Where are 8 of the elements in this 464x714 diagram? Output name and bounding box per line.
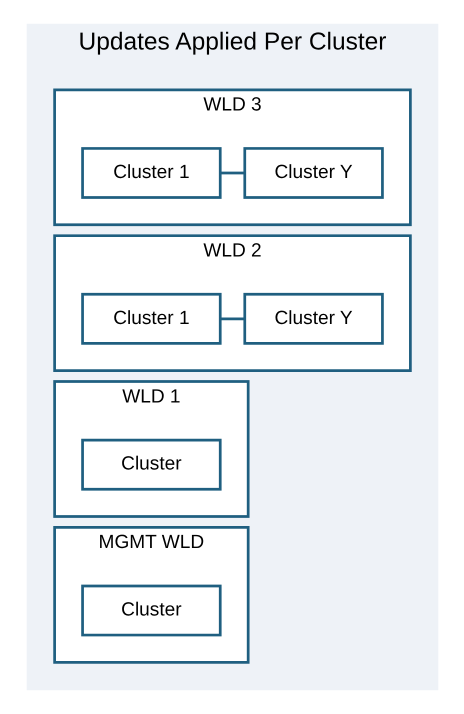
node-box: Cluster 1 <box>80 292 222 345</box>
node-box: Cluster Y <box>242 292 384 345</box>
node-box: Cluster Y <box>242 147 384 199</box>
connector <box>220 317 244 320</box>
node-box: Cluster <box>80 584 222 636</box>
connector <box>220 172 244 174</box>
node-box: Cluster <box>80 438 222 491</box>
node-box: Cluster 1 <box>80 147 222 199</box>
